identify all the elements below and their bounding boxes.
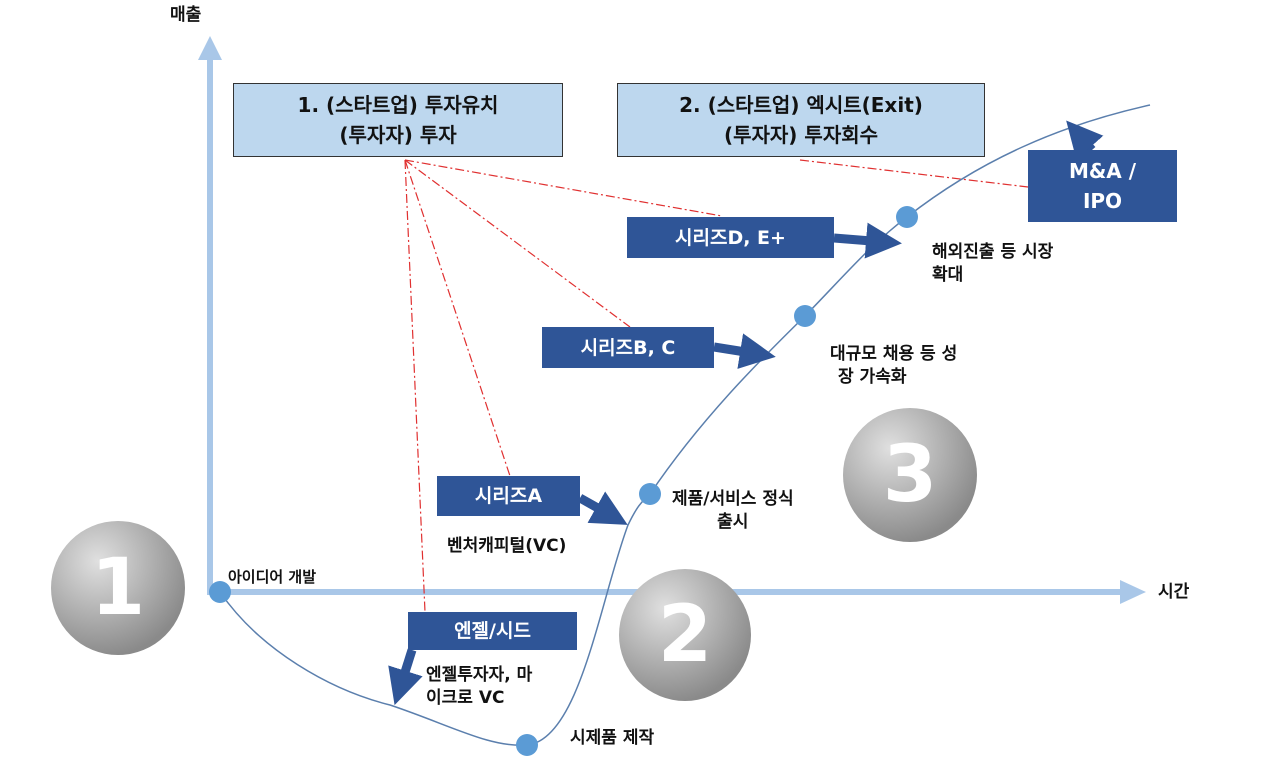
phase-1-badge: 1 <box>51 521 185 655</box>
stage-series-bc: 시리즈B, C <box>542 327 714 368</box>
phase-2-badge: 2 <box>619 569 751 701</box>
label-growth-2: 장 가속화 <box>838 367 907 387</box>
label-idea: 아이디어 개발 <box>228 568 317 586</box>
label-launch-2: 출시 <box>717 512 749 532</box>
dot-idea <box>209 581 231 603</box>
dot-launch <box>639 483 661 505</box>
guide-lines <box>404 159 1029 613</box>
label-expand-1: 해외진출 등 시장 <box>932 242 1054 262</box>
stage-series-de: 시리즈D, E+ <box>627 217 834 258</box>
dot-prototype <box>516 734 538 756</box>
x-axis-label: 시간 <box>1158 582 1190 602</box>
label-angel-desc-2: 이크로 VC <box>426 688 505 708</box>
dot-expand <box>896 206 918 228</box>
box-investment: 1. (스타트업) 투자유치 (투자자) 투자 <box>233 83 563 157</box>
phase-3-badge: 3 <box>843 408 977 542</box>
label-angel-desc-1: 엔젤투자자, 마 <box>426 665 533 685</box>
label-expand-2: 확대 <box>932 265 964 285</box>
dot-growth <box>794 305 816 327</box>
box-exit-line1: 2. (스타트업) 엑시트(Exit) <box>679 93 923 117</box>
stage-exit-line1: M&A / <box>1068 159 1137 183</box>
stage-exit-line2: IPO <box>1082 189 1123 213</box>
box-exit-line2: (투자자) 투자회수 <box>723 123 879 147</box>
label-prototype: 시제품 제작 <box>570 728 655 748</box>
arrow-angel <box>388 648 423 706</box>
milestone-dots <box>209 206 918 756</box>
stage-series-a: 시리즈A <box>437 476 580 516</box>
label-series-a-desc: 벤처캐피털(VC) <box>447 536 567 556</box>
y-axis <box>198 36 222 595</box>
label-launch-1: 제품/서비스 정식 <box>672 489 794 509</box>
box-exit: 2. (스타트업) 엑시트(Exit) (투자자) 투자회수 <box>617 83 985 157</box>
y-axis-label: 매출 <box>170 5 202 25</box>
stage-exit: M&A / IPO <box>1028 150 1177 222</box>
box-investment-line1: 1. (스타트업) 투자유치 <box>297 93 499 117</box>
label-launch: 제품/서비스 정식 출시 <box>672 488 794 534</box>
arrow-exit <box>1066 120 1104 160</box>
stage-angel: 엔젤/시드 <box>408 612 577 650</box>
label-growth: 대규모 채용 등 성 장 가속화 <box>830 343 957 389</box>
arrow-series-a <box>577 491 628 525</box>
box-investment-line2: (투자자) 투자 <box>339 123 457 147</box>
arrow-series-bc <box>713 333 776 369</box>
label-growth-1: 대규모 채용 등 성 <box>830 344 958 364</box>
stage-arrows <box>388 120 1104 706</box>
label-expand: 해외진출 등 시장 확대 <box>932 241 1053 287</box>
arrow-series-de <box>833 222 902 259</box>
label-angel-desc: 엔젤투자자, 마 이크로 VC <box>426 664 532 710</box>
